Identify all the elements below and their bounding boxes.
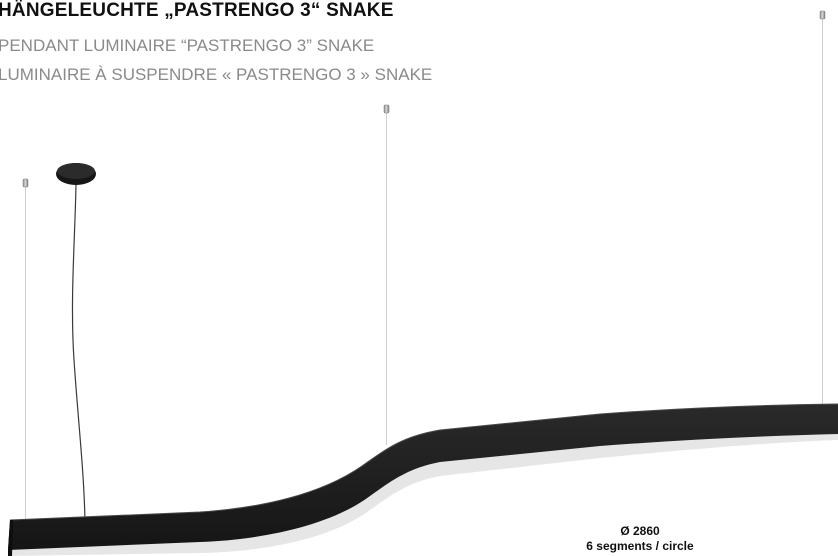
product-subtitle-fr: LUMINAIRE À SUSPENDRE « PASTRENGO 3 » SN… xyxy=(0,65,433,84)
diameter-label: Ø 2860 xyxy=(620,524,660,538)
product-title: HÄNGELEUCHTE „PASTRENGO 3“ SNAKE xyxy=(0,0,394,21)
product-subtitle-en: PENDANT LUMINAIRE “PASTRENGO 3” SNAKE xyxy=(0,36,375,55)
segments-label: 6 segments / circle xyxy=(586,539,694,553)
ceiling-anchor-middle xyxy=(383,104,390,114)
luminaire-end-cap-left xyxy=(8,520,13,556)
luminaire-body xyxy=(8,404,838,550)
ceiling-canopy-top xyxy=(57,163,95,179)
luminaire-diffuser xyxy=(8,412,838,556)
ceiling-anchor-right xyxy=(819,10,826,20)
luminaire-top-edge xyxy=(9,403,838,521)
power-cable xyxy=(71,183,86,523)
ceiling-anchor-left xyxy=(22,178,29,188)
